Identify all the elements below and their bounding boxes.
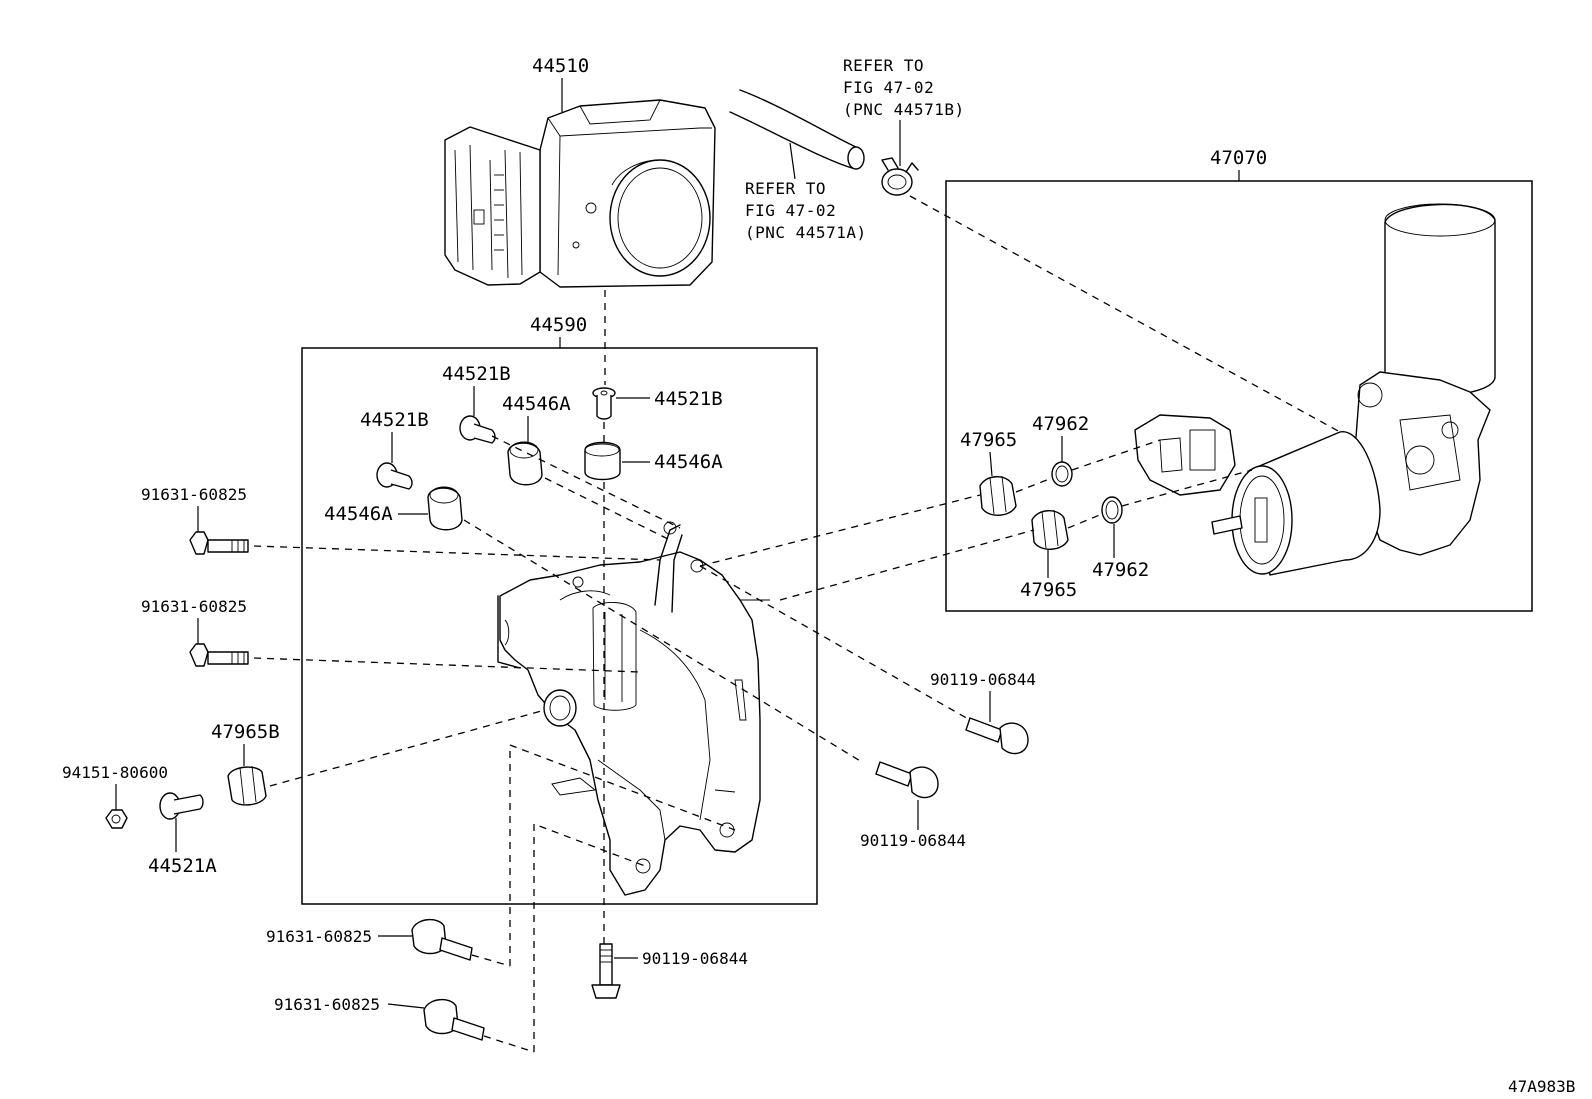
- label-90119-right-lower[interactable]: 90119-06844: [860, 831, 966, 850]
- part-44546a-upper-drawing[interactable]: [507, 441, 543, 486]
- label-91631-c[interactable]: 91631-60825: [266, 927, 372, 946]
- label-90119-bottom[interactable]: 90119-06844: [642, 949, 748, 968]
- label-47965b[interactable]: 47965B: [211, 721, 280, 743]
- bolt-91631-a-drawing[interactable]: [189, 531, 249, 555]
- abs-actuator-drawing[interactable]: [444, 89, 865, 288]
- diagram-id: 47A983B: [1508, 1077, 1575, 1096]
- nut-94151-drawing[interactable]: [105, 809, 128, 829]
- bolt-91631-d-drawing[interactable]: [423, 999, 485, 1041]
- leader-refer-lower: [789, 142, 796, 180]
- label-44546a-right[interactable]: 44546A: [654, 451, 723, 473]
- label-44510[interactable]: 44510: [532, 55, 589, 77]
- refer-upper-line1: REFER TO: [843, 56, 924, 75]
- bolt-90119-right-lower-drawing[interactable]: [875, 761, 939, 799]
- bolt-91631-c-drawing[interactable]: [411, 919, 473, 961]
- refer-lower-line3: (PNC 44571A): [745, 223, 867, 242]
- refer-upper-line3: (PNC 44571B): [843, 100, 965, 119]
- part-44546a-right-drawing[interactable]: [584, 441, 621, 481]
- label-44546a-upper[interactable]: 44546A: [502, 393, 571, 415]
- assembly-lines: [253, 195, 1341, 1053]
- part-47962-lower-drawing[interactable]: [1101, 496, 1123, 524]
- hose-clip-drawing[interactable]: [881, 157, 919, 196]
- part-44521b-center-drawing[interactable]: [592, 387, 616, 420]
- label-44546a-left[interactable]: 44546A: [324, 503, 393, 525]
- bolt-90119-right-upper-drawing[interactable]: [965, 717, 1029, 755]
- label-47962-lower[interactable]: 47962: [1092, 559, 1149, 581]
- label-47965-upper[interactable]: 47965: [960, 429, 1017, 451]
- label-44590[interactable]: 44590: [530, 314, 587, 336]
- label-44521b-top-left[interactable]: 44521B: [442, 363, 511, 385]
- part-44521b-top-drawing[interactable]: [459, 415, 496, 444]
- label-91631-a[interactable]: 91631-60825: [141, 485, 247, 504]
- label-44521a[interactable]: 44521A: [148, 855, 217, 877]
- pump-motor-drawing[interactable]: [1134, 203, 1496, 576]
- bracket-drawing[interactable]: [497, 521, 770, 896]
- part-44521b-left-drawing[interactable]: [376, 462, 413, 490]
- part-44546a-left-drawing[interactable]: [427, 486, 463, 531]
- leader-91631-d: [387, 1003, 425, 1009]
- part-47965-upper-drawing[interactable]: [979, 475, 1017, 516]
- label-94151[interactable]: 94151-80600: [62, 763, 168, 782]
- label-47962-upper[interactable]: 47962: [1032, 413, 1089, 435]
- part-47962-upper-drawing[interactable]: [1051, 461, 1073, 487]
- label-91631-b[interactable]: 91631-60825: [141, 597, 247, 616]
- refer-lower-line2: FIG 47-02: [745, 201, 836, 220]
- bolt-91631-b-drawing[interactable]: [189, 643, 249, 667]
- bolt-90119-bottom-drawing[interactable]: [591, 943, 621, 999]
- leader-47965-upper: [989, 451, 993, 477]
- label-90119-right-upper[interactable]: 90119-06844: [930, 670, 1036, 689]
- refer-upper-line2: FIG 47-02: [843, 78, 934, 97]
- label-91631-d[interactable]: 91631-60825: [274, 995, 380, 1014]
- collar-44521a-drawing[interactable]: [159, 792, 204, 820]
- label-44521b-left[interactable]: 44521B: [360, 409, 429, 431]
- part-47965-lower-drawing[interactable]: [1031, 509, 1069, 550]
- refer-lower-line1: REFER TO: [745, 179, 826, 198]
- label-47070[interactable]: 47070: [1210, 147, 1267, 169]
- nut-47965b-drawing[interactable]: [227, 765, 267, 806]
- label-44521b-center[interactable]: 44521B: [654, 388, 723, 410]
- label-47965-lower[interactable]: 47965: [1020, 579, 1077, 601]
